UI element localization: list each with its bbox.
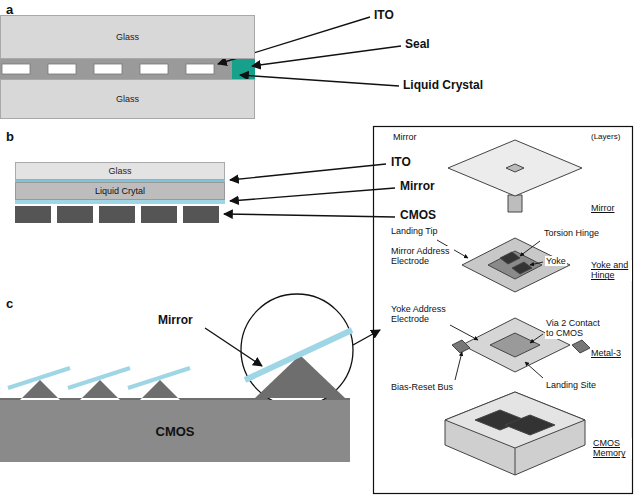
- tilted-mirrors: [8, 368, 190, 388]
- layer-label: Liquid Crytal: [95, 187, 145, 196]
- part-label: Landing Tip: [390, 226, 439, 236]
- layer-name: Mirror: [590, 203, 616, 213]
- callout-label: ITO: [390, 156, 412, 170]
- magnified-mirror: [245, 330, 352, 380]
- layer-name: CMOS Memory: [592, 438, 632, 459]
- layer-band: Glass: [0, 15, 255, 59]
- layer-name: Yoke and Hinge: [590, 260, 632, 281]
- layer-label: Glass: [116, 95, 139, 104]
- lcos-stack: [15, 180, 225, 223]
- part-label: Yoke: [545, 256, 567, 266]
- leader-arrows-b: [224, 164, 395, 217]
- panel-letter: c: [6, 297, 13, 312]
- callout-label: Mirror: [158, 314, 193, 328]
- layer-label: CMOS: [156, 425, 195, 438]
- callout-label: CMOS: [399, 209, 437, 223]
- layer-label: Glass: [116, 33, 139, 42]
- part-label: Bias-Reset Bus: [390, 382, 454, 392]
- layer-band: Glass: [0, 79, 255, 119]
- part-label: Torsion Hinge: [543, 228, 600, 238]
- magnifier-circle: [241, 294, 353, 406]
- leader-arrows-c: [205, 328, 380, 366]
- callout-label: Seal: [405, 38, 430, 52]
- panel-note: (Layers): [590, 132, 621, 141]
- panel-letter: b: [6, 130, 14, 145]
- layer-band: Liquid Crytal: [15, 182, 225, 200]
- layer-band: Glass: [15, 162, 225, 180]
- dmd-section: [0, 294, 353, 406]
- cmos-substrate: CMOS: [0, 400, 350, 462]
- callout-label: Mirror: [399, 180, 436, 194]
- part-label: Yoke Address Electrode: [390, 304, 450, 325]
- pedestal: [255, 355, 345, 398]
- ito-electrodes: [2, 64, 214, 74]
- dmd-exploded: [445, 140, 590, 475]
- callout-label: ITO: [374, 9, 394, 23]
- part-label: Mirror: [392, 132, 418, 142]
- part-label: Landing Site: [545, 380, 597, 390]
- panel-frame: [374, 127, 633, 494]
- callout-label: Liquid Crystal: [403, 79, 483, 93]
- part-label: Via 2 Contact to CMOS: [545, 318, 607, 339]
- panel-letter: a: [6, 3, 13, 18]
- lcd-cell: [0, 59, 255, 79]
- layer-name: Metal-3: [590, 348, 622, 358]
- liquid-crystal-layer: [0, 59, 255, 79]
- part-label: Mirror Address Electrode: [390, 246, 454, 267]
- mirror-layer: [15, 200, 225, 204]
- cmos-pixels: [15, 206, 219, 223]
- layer-label: Glass: [108, 167, 131, 176]
